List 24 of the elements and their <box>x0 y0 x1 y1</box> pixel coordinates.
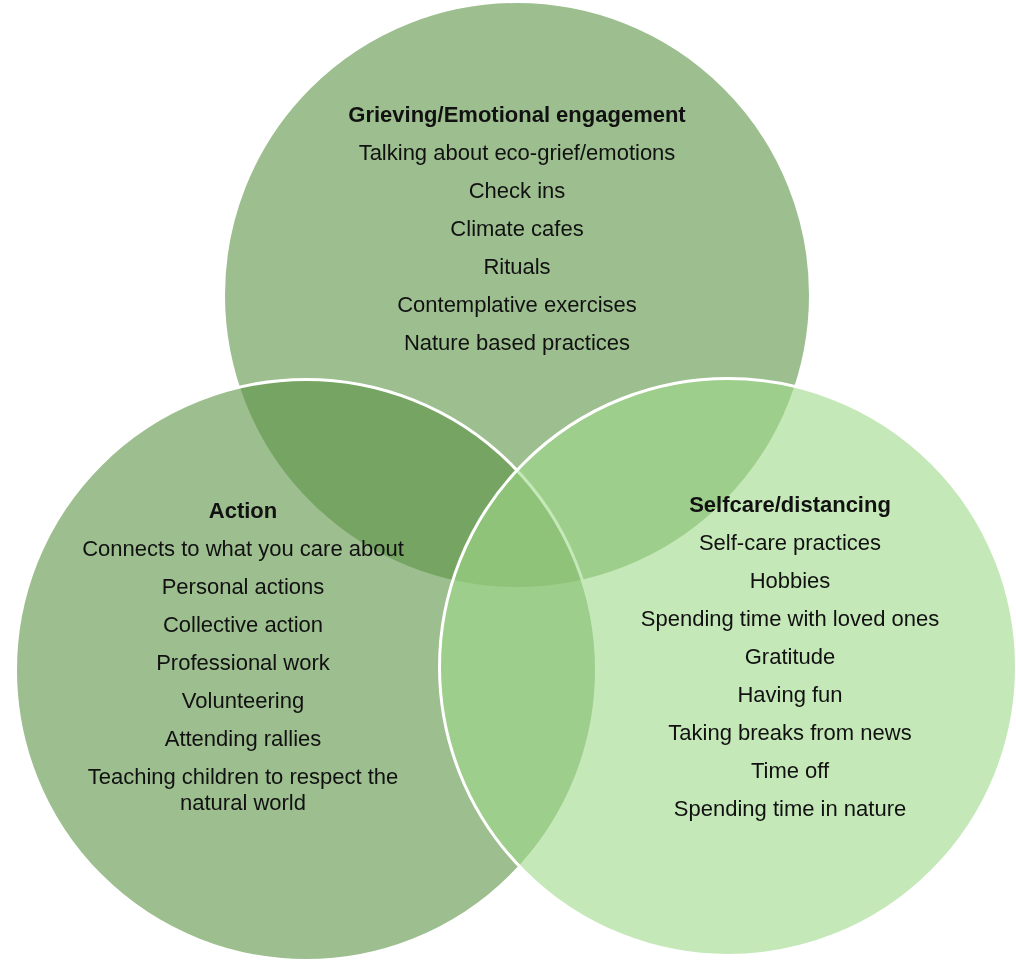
list-item: Having fun <box>736 682 844 708</box>
list-item: Contemplative exercises <box>396 292 638 318</box>
list-item: Volunteering <box>180 688 306 714</box>
list-item: Nature based practices <box>402 330 632 356</box>
list-item: Time off <box>749 758 831 784</box>
circle-heading: Action <box>207 498 279 524</box>
list-item: Talking about eco-grief/emotions <box>357 140 677 166</box>
circle-heading: Selfcare/distancing <box>688 492 892 518</box>
list-item: Attending rallies <box>163 726 323 752</box>
list-item: Spending time in nature <box>672 796 908 822</box>
list-item: Climate cafes <box>449 216 585 242</box>
list-item: Taking breaks from news <box>667 720 913 746</box>
list-item: Connects to what you care about <box>81 536 405 562</box>
list-item: Check ins <box>467 178 567 204</box>
list-item: Gratitude <box>743 644 837 670</box>
list-item: Personal actions <box>160 574 326 600</box>
list-item: Hobbies <box>748 568 832 594</box>
list-item: Rituals <box>482 254 552 280</box>
circle-heading: Grieving/Emotional engagement <box>347 102 687 128</box>
list-item: Spending time with loved ones <box>640 606 940 632</box>
list-item: Teaching children to respect the natural world <box>86 764 400 816</box>
list-item: Collective action <box>161 612 325 638</box>
list-item: Self-care practices <box>697 530 883 556</box>
list-item: Professional work <box>155 650 331 676</box>
